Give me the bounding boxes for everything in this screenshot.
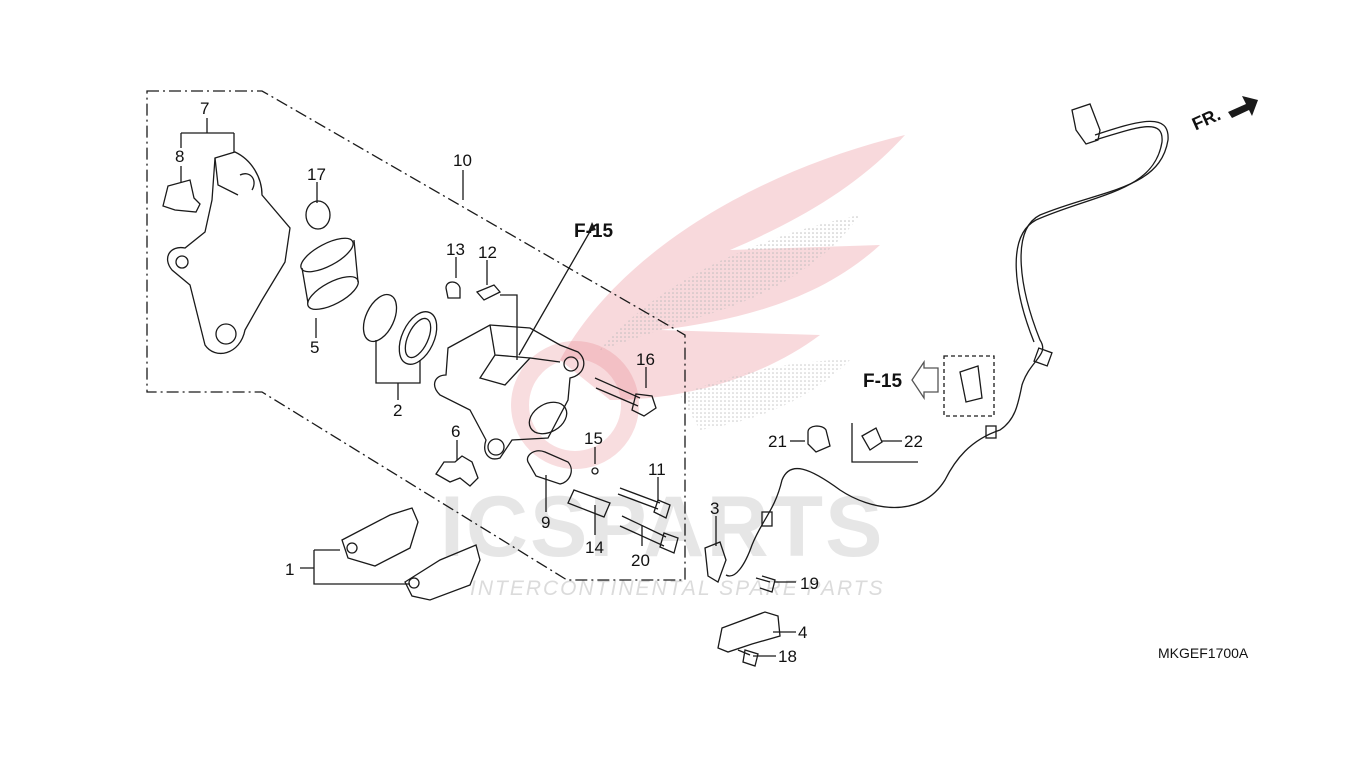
bolt-20 xyxy=(619,515,679,554)
callout-5: 5 xyxy=(310,338,320,357)
dust-seal xyxy=(398,311,438,365)
speed-sensor xyxy=(704,541,727,583)
leader-lines xyxy=(180,118,918,657)
pad-spring xyxy=(435,455,479,487)
o-ring-15 xyxy=(591,467,599,475)
bolt-19 xyxy=(755,575,776,593)
clamp-21 xyxy=(807,425,831,453)
callout-19: 19 xyxy=(800,574,819,593)
slide-pin-16 xyxy=(594,377,641,407)
callout-2: 2 xyxy=(393,401,403,420)
callout-6: 6 xyxy=(451,422,461,441)
callout-15: 15 xyxy=(584,429,603,448)
bleeder-cap xyxy=(445,281,461,299)
watermark-subtext: INTERCONTINENTAL SPARE PARTS xyxy=(470,577,885,600)
sensor-wire xyxy=(725,120,1169,577)
caliper-body xyxy=(433,324,585,460)
boot-9 xyxy=(526,450,572,485)
bleeder-valve xyxy=(475,284,502,301)
callout-4: 4 xyxy=(798,623,808,642)
sleeve-14 xyxy=(567,489,611,518)
front-direction-arrow xyxy=(1228,96,1258,118)
callout-10: 10 xyxy=(453,151,472,170)
callout-16: 16 xyxy=(636,350,655,369)
callout-13: 13 xyxy=(446,240,465,259)
caliper-bracket xyxy=(167,151,291,354)
ref-label-top: F-15 xyxy=(574,221,614,242)
callout-22: 22 xyxy=(904,432,923,451)
part-code: MKGEF1700A xyxy=(1158,645,1249,661)
pad-clip xyxy=(162,179,201,213)
callout-1: 1 xyxy=(285,560,295,579)
callout-17: 17 xyxy=(307,165,326,184)
piston-seal xyxy=(362,293,398,343)
sensor-stay xyxy=(717,611,781,653)
callout-18: 18 xyxy=(778,647,797,666)
assembly-boundary xyxy=(146,90,686,581)
ref-arrow-right xyxy=(911,359,939,401)
clamp-22 xyxy=(861,427,883,451)
callout-12: 12 xyxy=(478,243,497,262)
callout-8: 8 xyxy=(175,147,185,166)
wire-connector xyxy=(1071,103,1101,145)
callout-20: 20 xyxy=(631,551,650,570)
callout-9: 9 xyxy=(541,513,551,532)
reference-box xyxy=(943,355,995,417)
ref-label-right: F-15 xyxy=(863,371,903,392)
callout-11: 11 xyxy=(648,460,666,479)
callout-14: 14 xyxy=(585,538,604,557)
callout-3: 3 xyxy=(710,499,720,518)
boot xyxy=(305,200,331,230)
watermark-text: ICSPARTS xyxy=(440,479,885,575)
piston xyxy=(300,237,359,310)
callout-7: 7 xyxy=(200,99,210,118)
pin-11 xyxy=(617,487,671,519)
bolt-18 xyxy=(737,649,759,667)
callout-21: 21 xyxy=(768,432,787,451)
brake-pads xyxy=(341,507,481,601)
